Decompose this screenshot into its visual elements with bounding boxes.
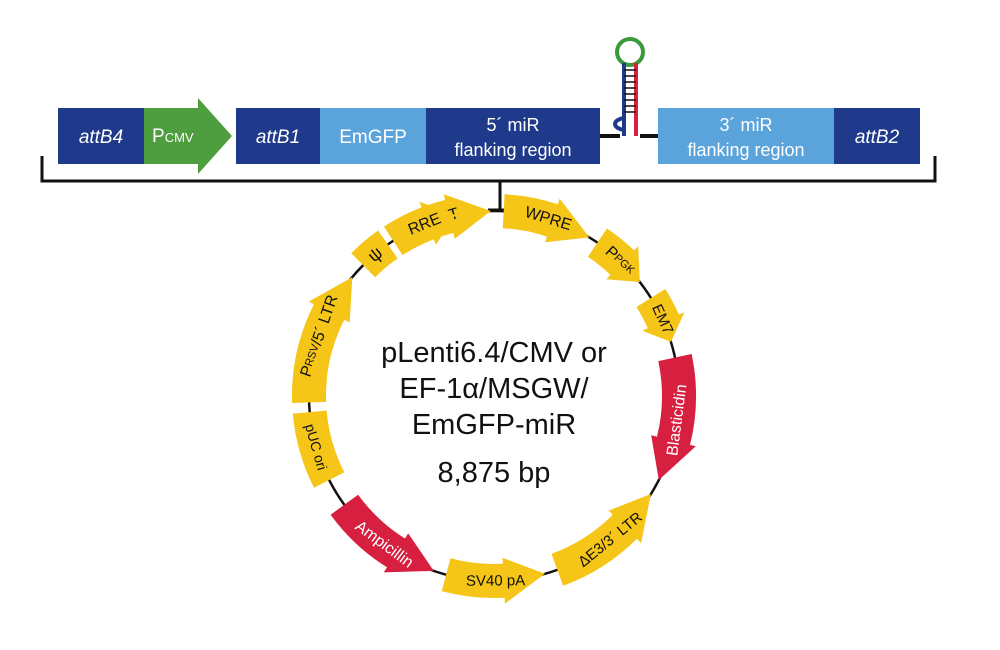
plasmid-name-line3: EmGFP-miR	[412, 409, 576, 441]
pcmv-promoter-arrow	[144, 98, 232, 174]
mir3-label-line1: 3´ miR	[720, 115, 773, 135]
mir5-label-line2: flanking region	[454, 140, 571, 160]
pcmv-label-main: P	[152, 126, 165, 147]
ppgk-feature: PPGK	[587, 228, 640, 283]
plasmid-title: pLenti6.4/CMV or EF-1α/MSGW/ EmGFP-miR 8…	[381, 337, 607, 489]
ppgk-feature-arrow	[587, 228, 640, 283]
attb1-label: attB1	[256, 127, 300, 148]
mirna-hairpin-icon	[613, 37, 645, 136]
wpre-feature: WPRE	[502, 194, 590, 243]
blasticidin-feature: Blasticidin	[651, 354, 697, 480]
puc-ori-feature-arrow	[292, 410, 345, 488]
prsv-ltr-feature-arrow	[291, 277, 353, 403]
sv40pa-feature-arrow	[441, 557, 545, 604]
psi-feature-arrow	[351, 230, 398, 278]
expression-cassette: attB4 PCMV attB1 EmGFP 5´ miR flanking r…	[58, 37, 920, 174]
rre-feature-arrow	[387, 201, 456, 254]
attb2-box	[834, 108, 920, 164]
sv40pa-feature-label: SV40 pA	[466, 572, 525, 590]
emgfp-box	[320, 108, 426, 164]
insertion-bracket	[40, 156, 937, 212]
prsv-ltr-feature: PRSV/5´ LTR	[291, 277, 353, 403]
ampicillin-feature: Ampicillin	[330, 494, 434, 573]
ltr3-feature-arrow	[551, 494, 651, 586]
pcmv-label: PCMV	[152, 126, 194, 147]
rre-feature: RRE	[387, 201, 456, 254]
mir5-label-line1: 5´ miR	[487, 115, 540, 135]
blasticidin-feature-arrow	[651, 354, 697, 480]
sv40pa-feature: SV40 pA	[441, 557, 545, 604]
plasmid-name-line2: EF-1α/MSGW/	[399, 373, 589, 405]
plasmid-map: cPPTWPREPPGKEM7BlasticidinΔE3/3´ LTRSV40…	[291, 194, 697, 604]
plasmid-name-line1: pLenti6.4/CMV or	[381, 337, 607, 369]
plasmid-size: 8,875 bp	[438, 457, 551, 489]
em7-feature-arrow	[636, 289, 685, 342]
attb4-box	[58, 108, 144, 164]
plasmid-features: cPPTWPREPPGKEM7BlasticidinΔE3/3´ LTRSV40…	[291, 194, 697, 604]
attb4-label: attB4	[79, 127, 123, 148]
mir3-label-line2: flanking region	[687, 140, 804, 160]
ltr3-feature: ΔE3/3´ LTR	[551, 494, 651, 586]
em7-feature: EM7	[636, 289, 685, 342]
mir3-box	[658, 108, 834, 164]
psi-feature: ψ	[351, 230, 398, 278]
puc-ori-feature: pUC ori	[292, 410, 345, 488]
pcmv-label-sub: CMV	[165, 130, 194, 145]
prsv-ltr-feature-label-main: P	[297, 363, 317, 379]
attb1-box	[236, 108, 320, 164]
mir5-box	[426, 108, 600, 164]
attb2-label: attB2	[855, 127, 900, 148]
emgfp-label: EmGFP	[339, 127, 407, 148]
wpre-feature-arrow	[502, 194, 590, 243]
ampicillin-feature-arrow	[330, 494, 434, 573]
